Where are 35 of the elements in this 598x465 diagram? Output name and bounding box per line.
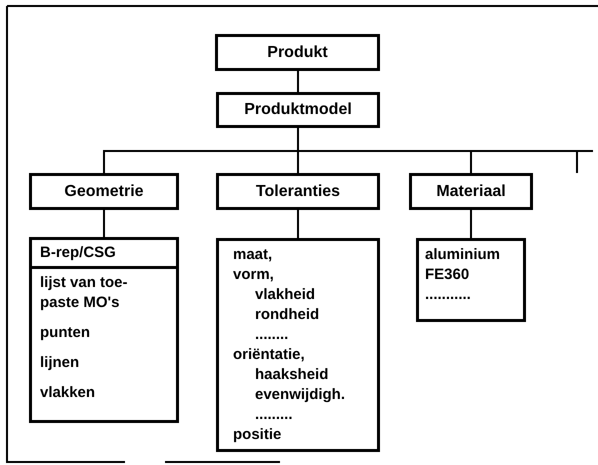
- list-item: vlakken: [39, 383, 96, 403]
- list-item: punten: [39, 323, 91, 343]
- list-item: FE360: [424, 265, 470, 285]
- list-box: [216, 238, 380, 452]
- list-item: evenwijdigh.: [254, 385, 346, 405]
- list-item: lijnen: [39, 353, 80, 373]
- list-item: .........: [254, 405, 294, 425]
- label-box: [215, 34, 380, 71]
- list-item: B-rep/CSG: [32, 240, 176, 269]
- label-box: [216, 173, 380, 210]
- list-item: oriëntatie,: [232, 345, 306, 365]
- label-box: [216, 92, 380, 128]
- list-item: aluminium: [424, 245, 502, 265]
- list-box: [29, 237, 179, 423]
- list-box: [416, 238, 526, 322]
- connector-line: [297, 71, 299, 92]
- label-box: [29, 173, 179, 210]
- list-item: vlakheid: [254, 285, 316, 305]
- node-label: Produkt: [267, 42, 328, 62]
- connector-line: [103, 210, 105, 237]
- list-item: vorm,: [232, 265, 275, 285]
- node-label: Geometrie: [64, 182, 144, 202]
- connector-line: [297, 210, 299, 238]
- list-item: lijst van toe- paste MO's: [39, 273, 129, 313]
- connector-line: [470, 210, 472, 238]
- list-item: haaksheid: [254, 365, 330, 385]
- list-item: maat,: [232, 245, 274, 265]
- list-item: rondheid: [254, 305, 320, 325]
- label-box: [409, 173, 533, 210]
- list-item: ........: [254, 325, 290, 345]
- node-label: Toleranties: [256, 182, 340, 202]
- node-label: Produktmodel: [244, 100, 352, 120]
- list-item: ...........: [424, 285, 472, 305]
- node-label: Materiaal: [436, 182, 506, 202]
- list-item: positie: [232, 425, 282, 445]
